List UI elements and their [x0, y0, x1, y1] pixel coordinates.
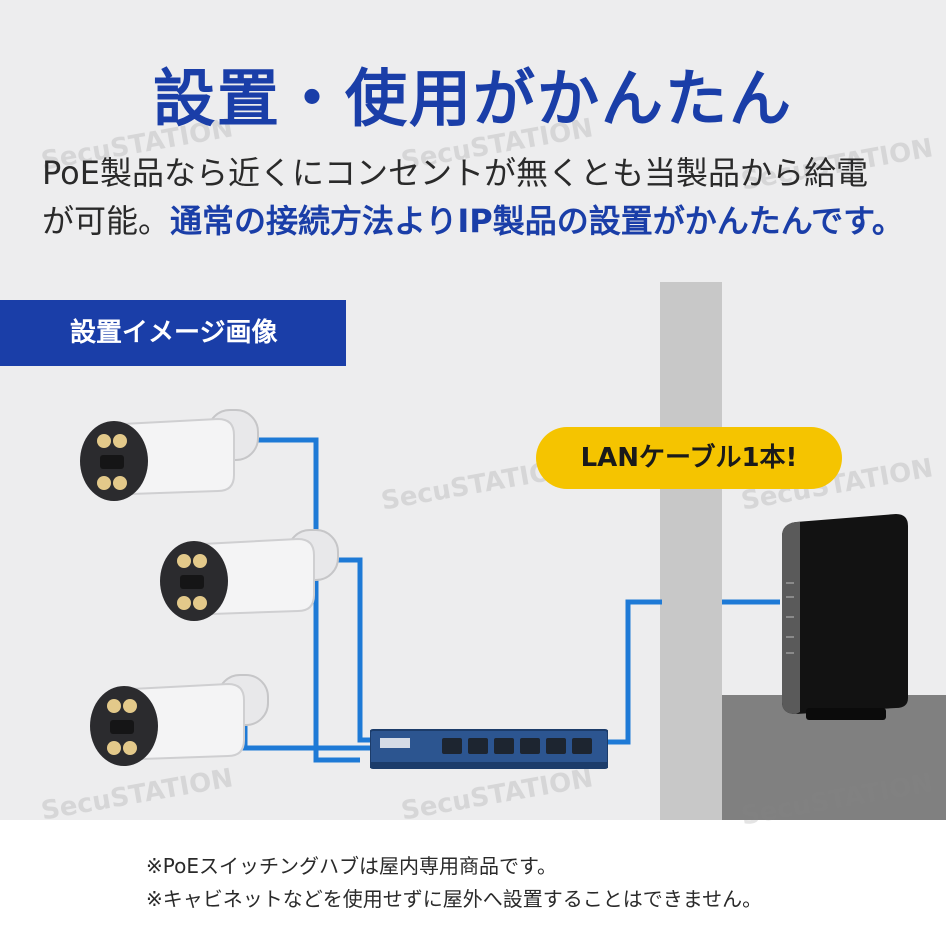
bullet-camera-icon — [160, 529, 339, 621]
footer-panel — [0, 820, 946, 950]
footnotes: ※PoEスイッチングハブは屋内専用商品です。 ※キャビネットなどを使用せずに屋外… — [146, 850, 762, 916]
poe-switch-icon — [370, 729, 608, 769]
wall-pillar — [660, 282, 722, 822]
bullet-camera-icon — [80, 409, 259, 501]
description-line-2: が可能。通常の接続方法よりIP製品の設置がかんたんです。 — [42, 196, 904, 242]
description-highlight: 通常の接続方法よりIP製品の設置がかんたんです。 — [170, 202, 904, 240]
router-icon — [782, 514, 908, 720]
footnote-outdoor-install: ※キャビネットなどを使用せずに屋外へ設置することはできません。 — [146, 887, 763, 911]
lan-cable-callout: LANケーブル1本! — [536, 427, 842, 489]
page-title: 設置・使用がかんたん — [152, 62, 793, 135]
section-banner: 設置イメージ画像 — [0, 300, 346, 366]
cable-switch-uplink — [606, 599, 662, 745]
bullet-camera-icon — [90, 674, 269, 766]
footnote-indoor-only: ※PoEスイッチングハブは屋内専用商品です。 — [146, 854, 557, 878]
cable-camera-1 — [255, 437, 360, 763]
cable-camera-2 — [335, 557, 374, 743]
description-line-1: PoE製品なら近くにコンセントが無くとも当製品から給電 — [42, 154, 868, 192]
description-plain: が可能。 — [42, 202, 171, 240]
